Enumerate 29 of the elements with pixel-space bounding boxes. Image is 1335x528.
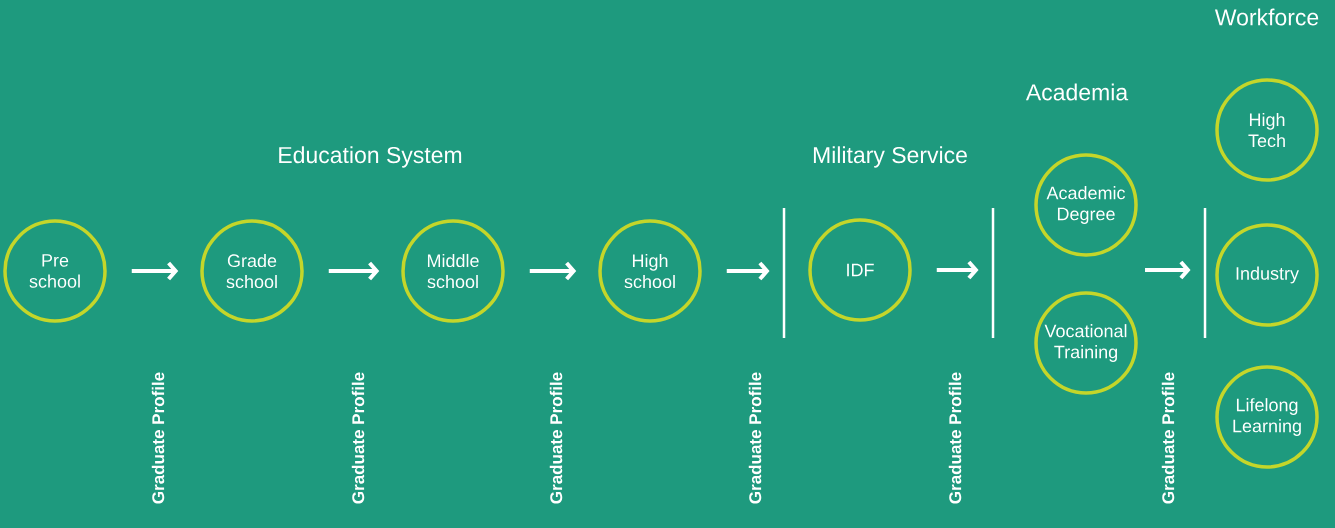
rotated-label: Graduate Profile <box>1161 372 1175 504</box>
rotated-label: Graduate Profile <box>549 372 563 504</box>
divider-bar <box>991 208 995 338</box>
section-heading: Military Service <box>813 146 967 168</box>
section-heading: Education System <box>279 146 462 168</box>
arrow <box>1145 260 1191 280</box>
arrow <box>726 261 770 281</box>
circle-node: High Tech <box>1215 78 1319 182</box>
arrow <box>131 261 179 281</box>
rotated-label: Graduate Profile <box>151 372 165 504</box>
rotated-label: Graduate Profile <box>748 372 762 504</box>
circle-node: Pre school <box>3 219 107 323</box>
circle-node: Academic Degree <box>1034 153 1138 257</box>
circle-node: High school <box>598 219 702 323</box>
rotated-label: Graduate Profile <box>948 372 962 504</box>
circle-node: Lifelong Learning <box>1215 365 1319 469</box>
section-heading: Academia <box>1025 83 1129 101</box>
divider-bar <box>782 208 786 338</box>
circle-node: Middle school <box>401 219 505 323</box>
circle-node: Vocational Training <box>1034 291 1138 395</box>
divider-bar <box>1203 208 1207 338</box>
arrow <box>328 261 380 281</box>
arrow <box>936 260 979 280</box>
circle-node: Industry <box>1215 223 1319 327</box>
arrow <box>529 261 577 281</box>
section-heading: Workforce <box>1214 8 1319 26</box>
circle-node: Grade school <box>200 219 304 323</box>
circle-node: IDF <box>808 218 912 322</box>
rotated-label: Graduate Profile <box>351 372 365 504</box>
